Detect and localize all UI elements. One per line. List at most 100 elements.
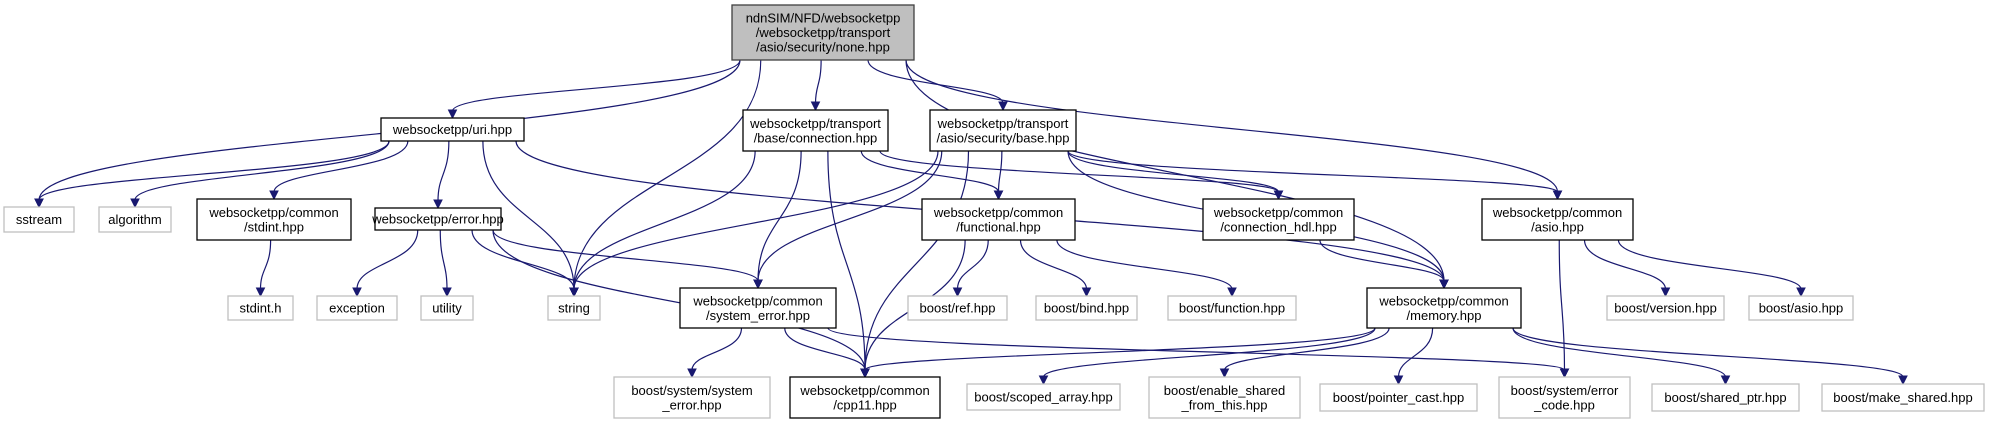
node-label: boost/make_shared.hpp: [1833, 390, 1972, 405]
node-security-base[interactable]: websocketpp/transport/asio/security/base…: [929, 109, 1077, 152]
node-label: boost/version.hpp: [1614, 301, 1717, 316]
edge-error-to-string: [471, 229, 575, 290]
edge-error-to-exception: [356, 229, 419, 290]
nodes-layer: ndnSIM/NFD/websocketpp/websocketpp/trans…: [3, 4, 1985, 419]
arrowhead-memory-to-boost_scoped_array: [1038, 375, 1049, 386]
node-label: websocketpp/uri.hpp: [392, 122, 512, 137]
edge-asio-to-boost_error_code: [1558, 239, 1566, 371]
edge-error-to-system_error: [492, 229, 759, 282]
node-label: boost/bind.hpp: [1044, 301, 1129, 316]
node-algorithm: algorithm: [98, 206, 172, 233]
node-asio[interactable]: websocketpp/common/asio.hpp: [1481, 198, 1634, 241]
arrowhead-connection_hdl-to-memory: [1439, 279, 1449, 290]
node-label: boost/system/system: [631, 383, 752, 398]
node-label: websocketpp/common: [1378, 293, 1508, 308]
edge-uri-to-error: [437, 140, 450, 202]
node-box: [374, 207, 502, 231]
node-box: [227, 295, 294, 321]
node-boost-asio: boost/asio.hpp: [1748, 295, 1854, 321]
edge-root-to-base_connection: [814, 59, 822, 104]
node-connection-hdl[interactable]: websocketpp/common/connection_hdl.hpp: [1202, 198, 1355, 241]
edge-uri-to-algorithm: [134, 140, 390, 201]
edge-functional-to-boost_function: [1056, 239, 1233, 290]
node-label: boost/shared_ptr.hpp: [1664, 390, 1786, 405]
node-boost-error-code: boost/system/error_code.hpp: [1498, 376, 1631, 419]
edge-root-to-string: [573, 59, 762, 290]
node-box: [196, 198, 352, 241]
edge-error-to-utility: [439, 229, 448, 290]
arrowhead-error-to-system_error: [753, 279, 763, 290]
node-box: [1167, 295, 1297, 321]
node-functional[interactable]: websocketpp/common/functional.hpp: [921, 198, 1076, 241]
node-label: websocketpp/common: [692, 293, 822, 308]
node-boost-bind: boost/bind.hpp: [1035, 295, 1138, 321]
node-boost-function: boost/function.hpp: [1167, 295, 1297, 321]
node-label: websocketpp/common: [1213, 205, 1343, 220]
arrowhead-memory-to-boost_make_shared: [1898, 375, 1908, 386]
node-label: /memory.hpp: [1407, 308, 1482, 323]
edge-uri-to-string: [482, 140, 575, 290]
node-box: [966, 383, 1121, 411]
node-label: boost/system/error: [1511, 383, 1619, 398]
edge-system_error-to-boost_system_error: [691, 327, 743, 371]
edge-asio-to-boost_version: [1583, 239, 1667, 290]
node-stdint-hpp[interactable]: websocketpp/common/stdint.hpp: [196, 198, 352, 241]
node-sstream: sstream: [3, 206, 75, 233]
node-label: _error.hpp: [661, 397, 721, 412]
edge-base_connection-to-connection_hdl: [879, 150, 1280, 193]
arrowhead-root-to-uri: [447, 109, 458, 120]
node-label: websocketpp/error.hpp: [371, 212, 504, 227]
node-label: /base/connection.hpp: [754, 130, 878, 145]
edge-security_base-to-string: [573, 150, 939, 290]
node-string: string: [547, 295, 601, 321]
arrowhead-memory-to-boost_enable_shared: [1219, 368, 1230, 379]
node-system-error[interactable]: websocketpp/common/system_error.hpp: [679, 287, 837, 329]
node-label: websocketpp/transport: [749, 116, 881, 131]
arrowhead-uri-to-sstream: [34, 198, 44, 209]
node-boost-make-shared: boost/make_shared.hpp: [1821, 383, 1985, 412]
node-boost-system-error: boost/system/system_error.hpp: [613, 376, 771, 419]
node-base-connection[interactable]: websocketpp/transport/base/connection.hp…: [742, 109, 889, 152]
arrowhead-stdint_hpp-to-stdint_h: [255, 287, 266, 298]
edge-memory-to-boost_make_shared: [1512, 327, 1904, 378]
edge-memory-to-boost_enable_shared: [1223, 327, 1390, 371]
node-box: [1035, 295, 1138, 321]
node-box: [731, 4, 915, 61]
node-box: [742, 109, 889, 152]
arrowhead-functional-to-boost_function: [1227, 287, 1237, 298]
node-box: [789, 376, 941, 419]
node-memory[interactable]: websocketpp/common/memory.hpp: [1366, 287, 1522, 329]
node-label: _from_this.hpp: [1181, 397, 1268, 412]
edge-asio-to-boost_asio: [1617, 239, 1802, 290]
edge-memory-to-cpp11: [864, 327, 1376, 371]
node-label: websocketpp/common: [933, 205, 1063, 220]
node-box: [420, 295, 474, 321]
node-uri[interactable]: websocketpp/uri.hpp: [380, 117, 525, 142]
node-label: sstream: [16, 212, 62, 227]
edge-base_connection-to-cpp11: [827, 150, 866, 371]
node-boost-pointer-cast: boost/pointer_cast.hpp: [1319, 383, 1478, 412]
node-label: /stdint.hpp: [244, 219, 304, 234]
edge-root-to-uri: [451, 59, 741, 112]
edge-security_base-to-cpp11: [864, 150, 970, 371]
arrowhead-functional-to-boost_ref: [952, 287, 963, 298]
edge-security_base-to-functional: [997, 150, 1003, 193]
edge-security_base-to-system_error: [757, 150, 943, 282]
node-error[interactable]: websocketpp/error.hpp: [371, 207, 504, 231]
edge-base_connection-to-system_error: [757, 150, 802, 282]
node-root[interactable]: ndnSIM/NFD/websocketpp/websocketpp/trans…: [731, 4, 915, 61]
node-box: [1498, 376, 1631, 419]
arrowhead-error-to-exception: [352, 287, 362, 298]
edge-memory-to-boost_pointer_cast: [1397, 327, 1434, 378]
node-label: boost/asio.hpp: [1759, 301, 1844, 316]
arrowhead-error-to-utility: [442, 287, 452, 298]
node-boost-ref: boost/ref.hpp: [907, 295, 1008, 321]
edge-memory-to-boost_scoped_array: [1042, 327, 1376, 378]
edge-stdint_hpp-to-stdint_h: [259, 239, 272, 290]
arrowhead-memory-to-cpp11: [860, 368, 870, 379]
node-box: [907, 295, 1008, 321]
edge-security_base-to-asio: [1067, 150, 1559, 193]
arrowhead-memory-to-boost_shared_ptr: [1720, 375, 1731, 386]
node-cpp11[interactable]: websocketpp/common/cpp11.hpp: [789, 376, 941, 419]
arrowhead-security_base-to-asio: [1552, 190, 1563, 201]
